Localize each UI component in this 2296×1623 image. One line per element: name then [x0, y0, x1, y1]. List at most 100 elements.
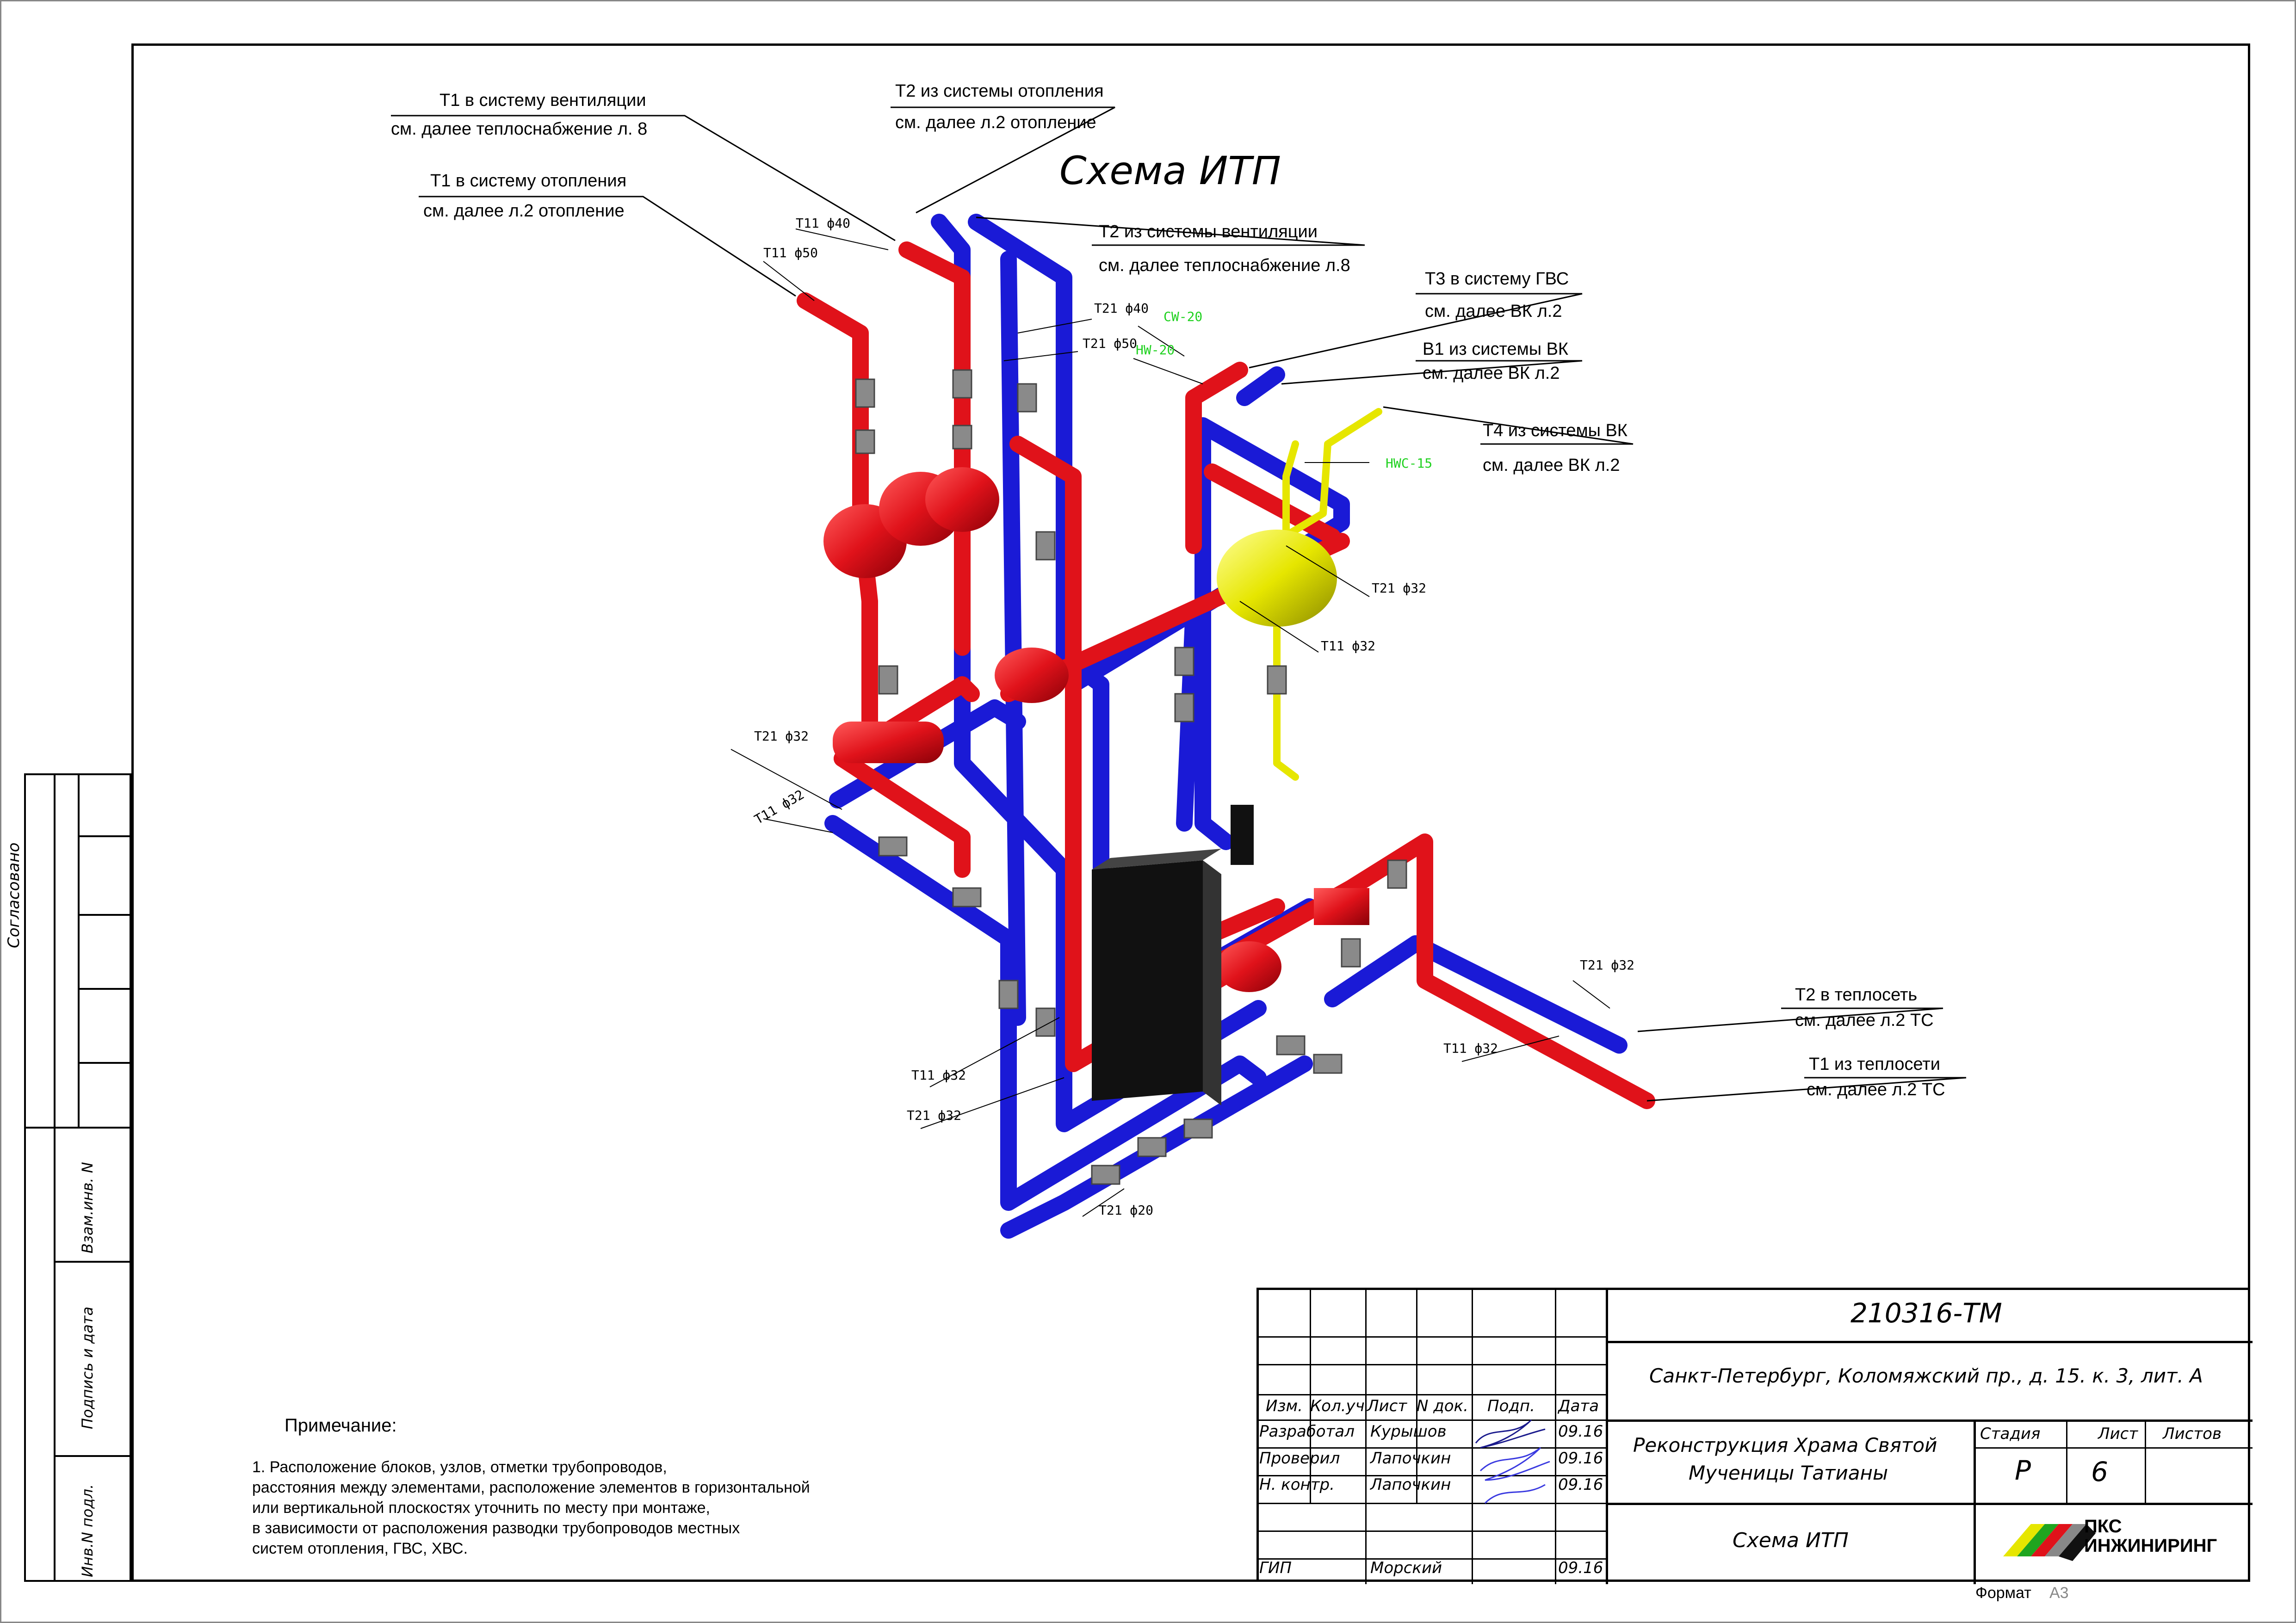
manifold-red	[833, 722, 944, 763]
pipe-blue-upper-loop	[1065, 417, 1350, 850]
tb-stage-label: Стадия	[1980, 1425, 2041, 1443]
tb-object-name-1: Реконструкция Храма Святой	[1633, 1434, 1937, 1456]
tb-doc-code: 210316-ТМ	[1850, 1297, 2002, 1329]
note-line: расстояния между элементами, расположени…	[252, 1479, 810, 1496]
callout-t1-heat-line1: Т1 в систему отопления	[430, 171, 627, 191]
callout-t4-line1: Т4 из системы ВК	[1483, 421, 1628, 440]
note-line: 1. Расположение блоков, узлов, отметки т…	[252, 1458, 667, 1476]
tb-header-izm: Изм.	[1266, 1397, 1303, 1415]
leader-t3-gvs	[1249, 293, 1583, 369]
callout-t2-net-line2: см. далее л.2 ТС	[1795, 1011, 1934, 1030]
pipe-red-lower-1	[834, 750, 971, 878]
dhw-exchanger-small	[1231, 805, 1254, 865]
leader-t2-heat	[891, 106, 1115, 214]
tb-sheet-title: Схема ИТП	[1733, 1529, 1849, 1552]
tb-header-podp: Подп.	[1487, 1397, 1535, 1415]
control-valve-red	[1314, 888, 1369, 925]
format-value: А3	[2049, 1584, 2069, 1602]
signature-scribbles	[1475, 1419, 1550, 1504]
pipe-label: Т11 ф32	[1443, 1041, 1498, 1056]
tb-header-data: Дата	[1558, 1397, 1599, 1415]
tb-role: Проверил	[1259, 1449, 1340, 1468]
pipe-label-leaders	[730, 228, 1610, 1217]
pipe-vertical-blue-1	[1000, 251, 1026, 1026]
callout-leaders	[391, 106, 1967, 1102]
valve	[952, 887, 982, 907]
callout-t1-vent-line1: Т1 в систему вентиляции	[439, 91, 646, 110]
company-logo-line2: ИНЖИНИРИНГ	[2084, 1536, 2217, 1556]
pipe-label: Т21 ф50	[1083, 336, 1138, 351]
valve	[952, 369, 972, 399]
tb-name: Морский	[1370, 1559, 1442, 1577]
expansion-tank	[995, 648, 1069, 703]
format-label: Формат	[1975, 1584, 2031, 1602]
callout-t1-net-line1: Т1 из теплосети	[1809, 1055, 1941, 1074]
pipe-t2-to-network	[1324, 935, 1628, 1054]
callout-t1-heat-line2: см. далее л.2 отопление	[423, 201, 625, 221]
tb-sheets-label: Листов	[2163, 1425, 2222, 1443]
tb-object-name-2: Мученицы Татианы	[1689, 1462, 1888, 1484]
pipe-t1-from-network	[1111, 833, 1655, 1109]
dhw-heater-yellow	[1217, 530, 1337, 627]
valve	[1313, 1054, 1343, 1074]
pipe-label: Т21 ф32	[907, 1108, 962, 1123]
plate-heat-exchanger	[1092, 805, 1254, 1105]
leader-t2-net	[1637, 1007, 1943, 1032]
side-stamp-agreed: Согласовано	[5, 842, 23, 948]
callout-t1-vent-line2: см. далее теплоснабжение л. 8	[391, 119, 648, 139]
valves	[855, 369, 1407, 1185]
circulation-pumps	[823, 467, 1369, 992]
leader-t2-vent	[976, 216, 1365, 246]
pipe-label: Т11 ф32	[1321, 638, 1376, 654]
callout-t4-line2: см. далее ВК л.2	[1483, 456, 1620, 475]
strainer-red	[1217, 941, 1281, 992]
callout-b1-line2: см. далее ВК л.2	[1423, 364, 1560, 383]
leader-t1-vent	[391, 115, 896, 241]
side-stamp-inv-orig: Инв.N подл.	[79, 1484, 96, 1577]
pipe-label: Т11 ф40	[796, 216, 851, 231]
valve	[998, 980, 1019, 1009]
supply-pipes	[797, 241, 1655, 1109]
schema-title: Схема ИТП	[1059, 148, 1281, 193]
valve	[1267, 665, 1287, 695]
tb-date: 09.16	[1558, 1449, 1603, 1468]
tb-header-ndok: N док.	[1417, 1397, 1468, 1415]
tb-header-list: Лист	[1367, 1397, 1407, 1415]
side-stamp-sign-date: Подпись и дата	[79, 1306, 96, 1429]
leader-b1	[1281, 360, 1583, 385]
pipe-blue-lower-2	[1000, 1055, 1313, 1239]
valve	[1035, 531, 1056, 561]
valve	[1183, 1118, 1213, 1139]
callout-t2-heat-line1: Т2 из системы отопления	[895, 81, 1104, 101]
pipe-label: Т21 ф32	[1580, 957, 1635, 973]
pipe-label-green: HW-20	[1136, 342, 1175, 358]
note-heading: Примечание:	[285, 1415, 397, 1436]
pump-vent	[925, 467, 999, 532]
pipe-blue-lower-1	[824, 815, 1267, 1211]
callout-t2-heat-line2: см. далее л.2 отопление	[895, 113, 1096, 132]
pipe-label-green: HWC-15	[1386, 456, 1433, 471]
tb-date: 09.16	[1558, 1422, 1603, 1441]
tb-role: ГИП	[1259, 1559, 1292, 1577]
valve	[1035, 1007, 1056, 1037]
callout-t2-net-line1: Т2 в теплосеть	[1795, 985, 1918, 1005]
side-stamp	[24, 773, 131, 1582]
pipe-label-green: CW-20	[1163, 309, 1203, 324]
valve	[1017, 383, 1037, 413]
tb-sheet-label: Лист	[2098, 1425, 2138, 1443]
note-body: 1. Расположение блоков, узлов, отметки т…	[252, 1457, 810, 1559]
valve	[1137, 1137, 1167, 1157]
tb-address: Санкт-Петербург, Коломяжский пр., д. 15.…	[1649, 1364, 2203, 1387]
note-line: или вертикальной плоскостях уточнить по …	[252, 1499, 710, 1517]
leader-t1-net	[1646, 1077, 1967, 1102]
pipe-blue-horizontal-1	[829, 699, 1026, 808]
tb-sheet-value: 6	[2091, 1456, 2108, 1487]
valve	[1174, 647, 1194, 676]
pipe-red-mid	[1204, 898, 1285, 943]
valve	[1387, 859, 1407, 889]
company-logo-icon	[2003, 1524, 2096, 1561]
pipe-label: Т21 ф20	[1099, 1203, 1154, 1218]
valve	[855, 378, 875, 408]
tb-header-kol: Кол.уч	[1310, 1397, 1365, 1415]
